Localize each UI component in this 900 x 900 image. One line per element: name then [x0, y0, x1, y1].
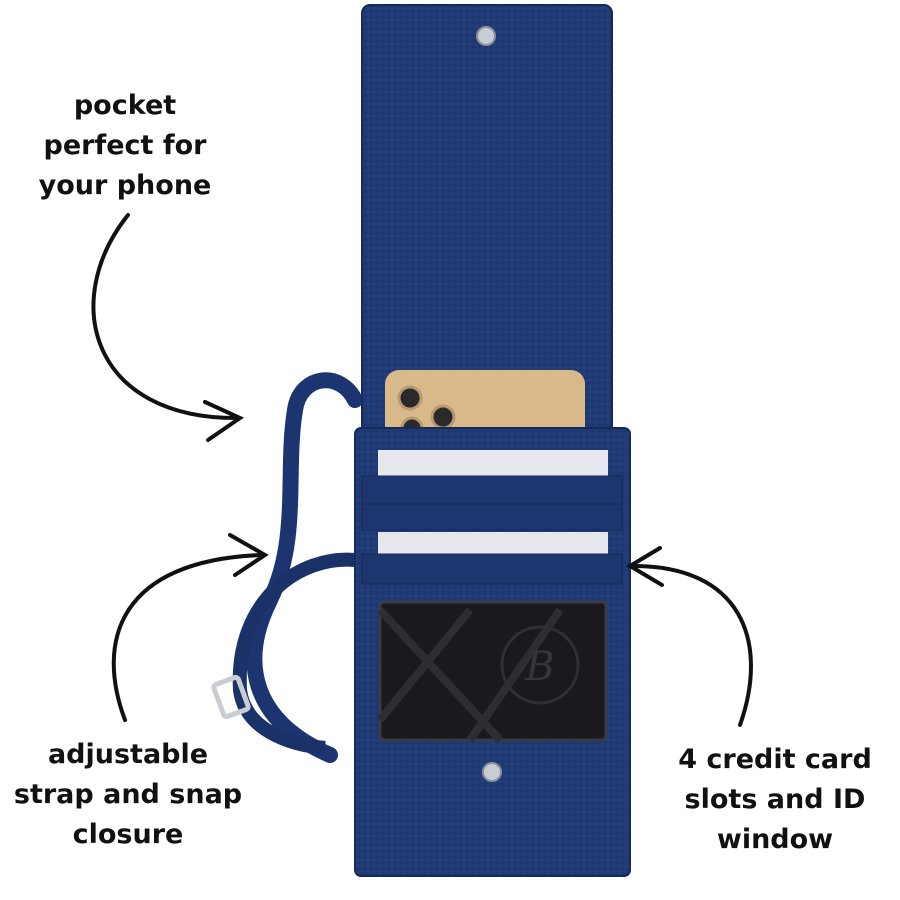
card-slot: [361, 553, 623, 585]
callout-line: your phone: [38, 170, 212, 201]
callout-strap: adjustable strap and snap closure: [0, 735, 256, 855]
card-slot: [361, 503, 623, 531]
camera-icon: [430, 404, 456, 430]
card-slot: [361, 475, 623, 505]
monogram-logo: [500, 625, 580, 705]
callout-line: closure: [72, 819, 184, 850]
callout-line: pocket: [73, 90, 177, 121]
callout-slots: 4 credit card slots and ID window: [660, 740, 890, 860]
arrow-slots-icon: [626, 546, 753, 727]
strap: [246, 372, 363, 763]
callout-line: perfect for: [43, 130, 207, 161]
snap-top-icon: [476, 26, 496, 46]
snap-bottom-icon: [482, 762, 502, 782]
arrow-strap-icon: [111, 533, 269, 722]
callout-line: window: [716, 824, 834, 855]
callout-phone-pocket: pocket perfect for your phone: [20, 86, 230, 206]
callout-line: 4 credit card: [678, 744, 872, 775]
monogram-text: B: [524, 644, 554, 690]
card: [378, 532, 608, 554]
id-pattern: [376, 607, 564, 743]
card: [378, 450, 608, 476]
callout-line: slots and ID: [684, 784, 866, 815]
arrow-phone-icon: [91, 213, 245, 442]
buckle-icon: [211, 674, 251, 720]
callout-line: adjustable: [47, 739, 209, 770]
camera-icon: [397, 385, 423, 411]
id-window: [378, 600, 608, 742]
callout-line: strap and snap: [13, 779, 243, 810]
